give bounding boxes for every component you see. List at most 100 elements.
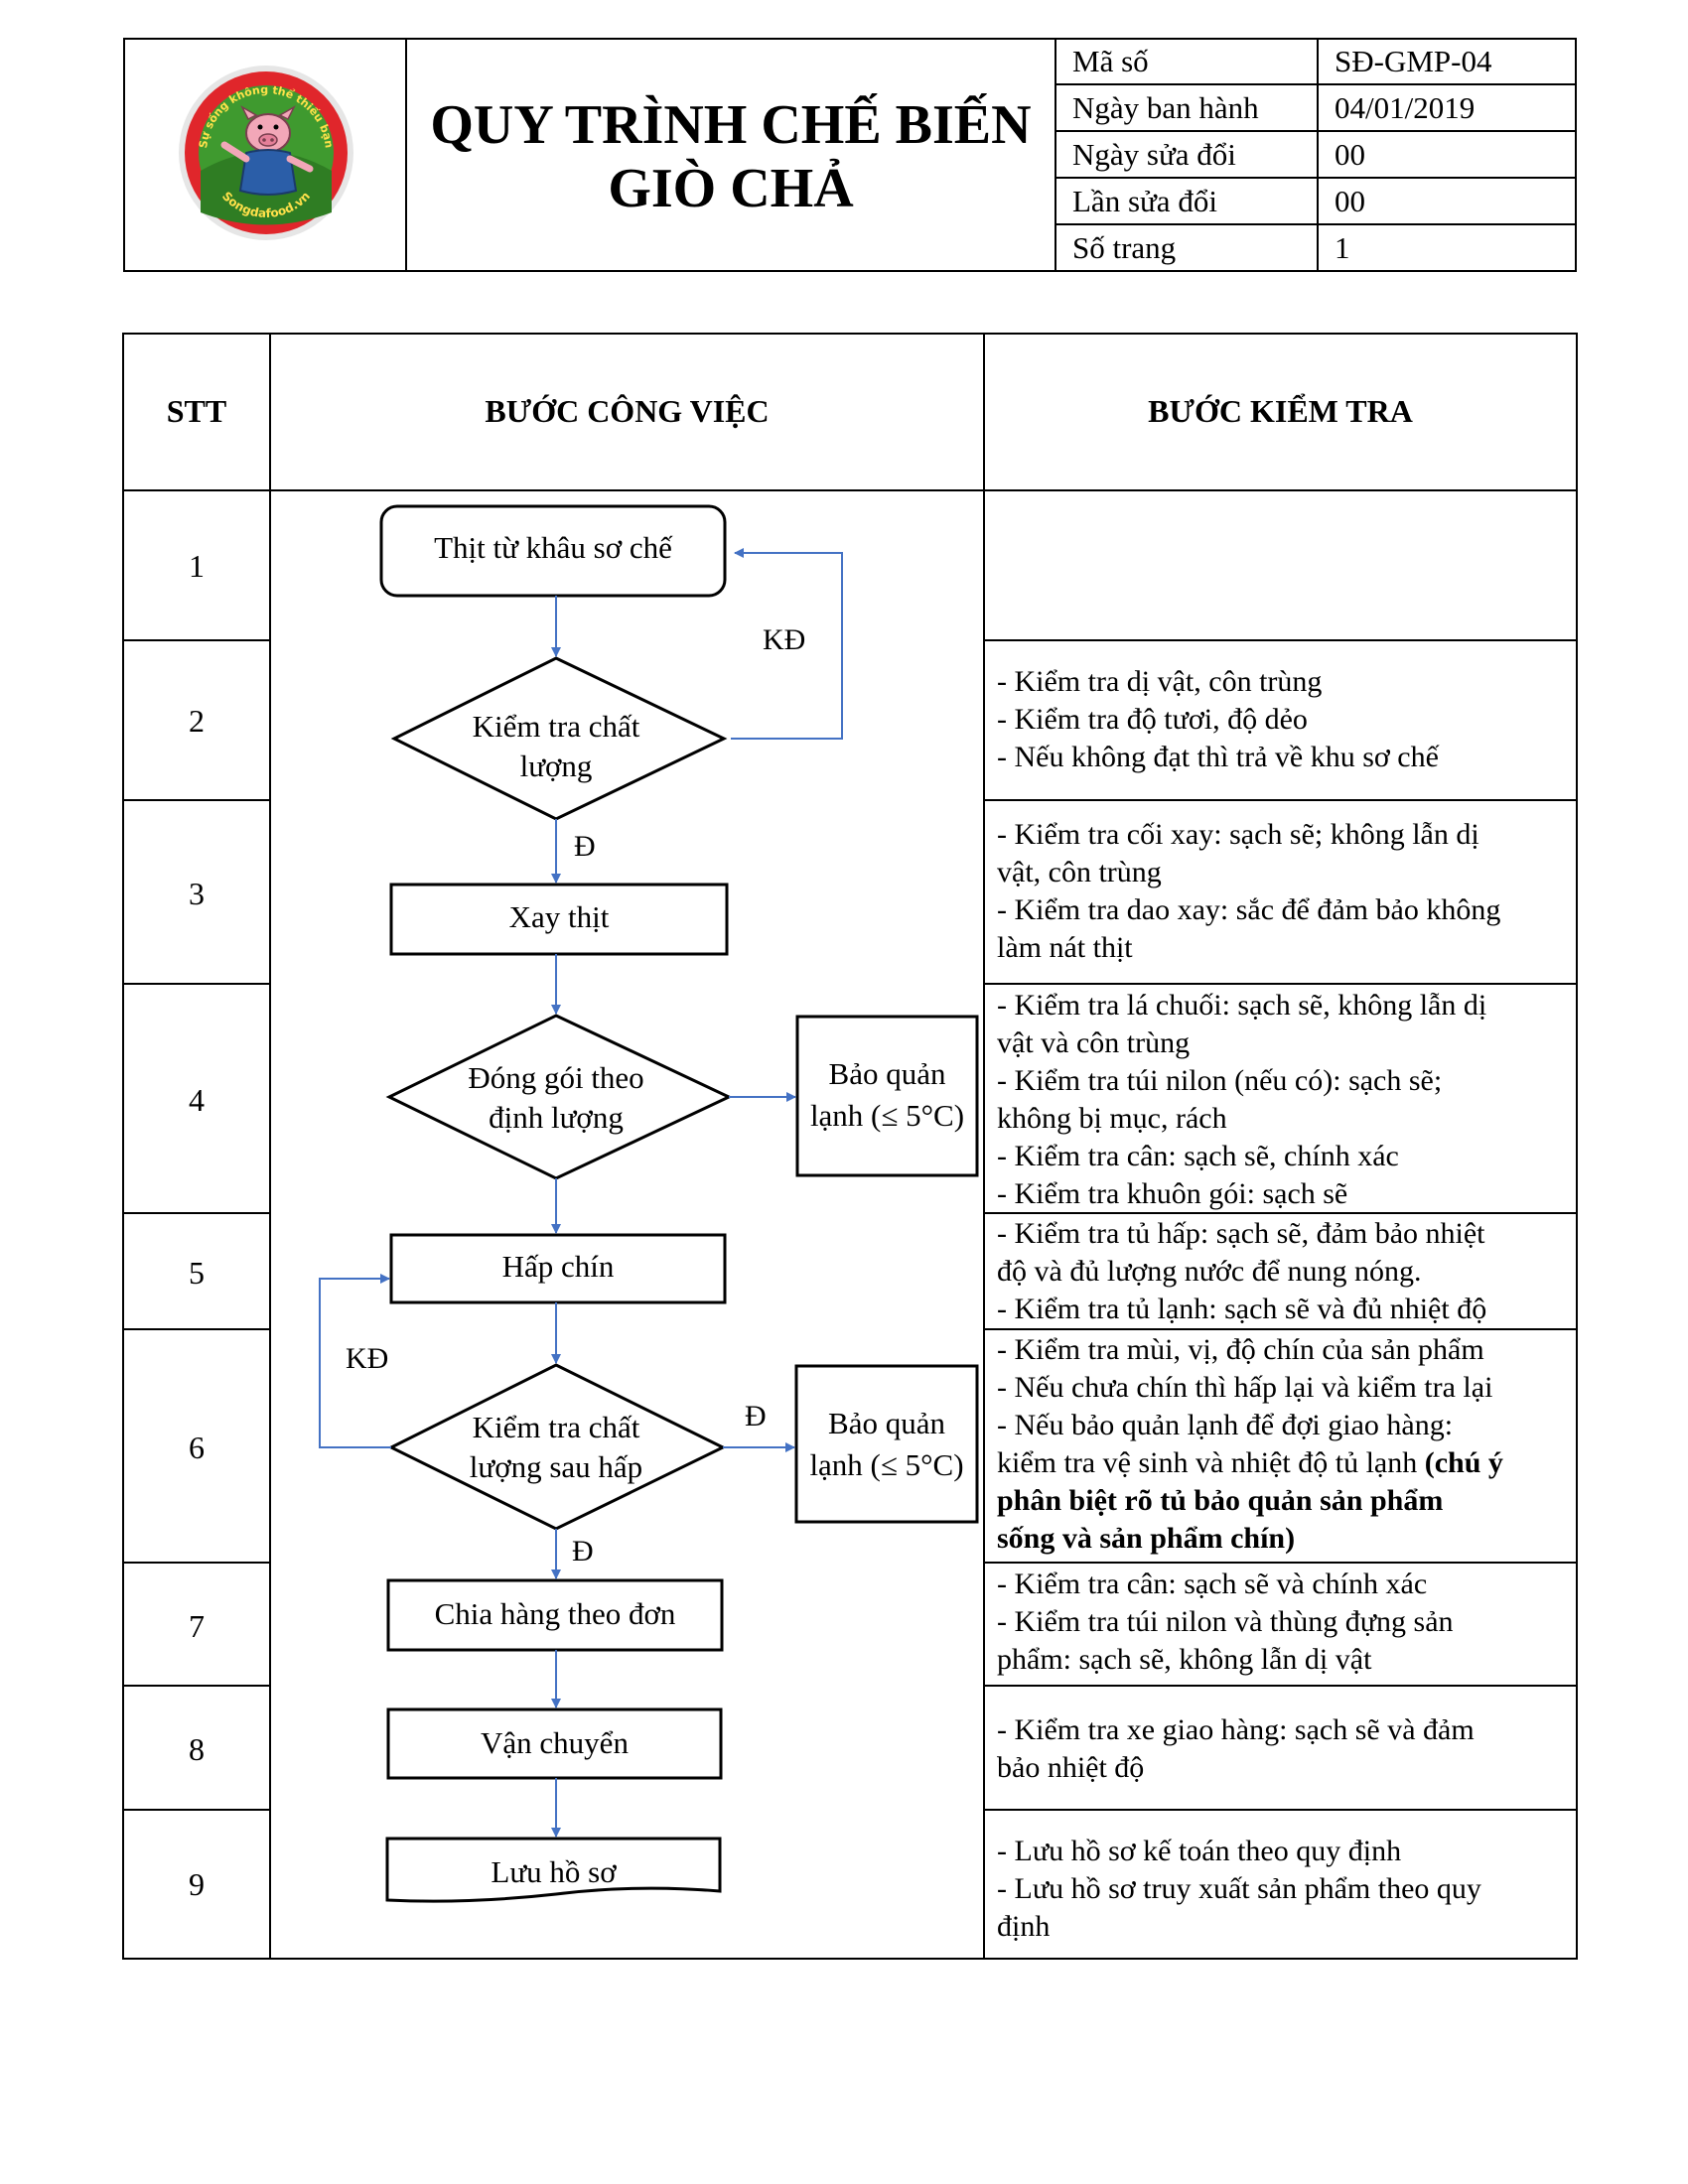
meta-label-issue-date: Ngày ban hành — [1072, 89, 1259, 125]
flow-cold-storage-label: lạnh (≤ 5°C) — [809, 1098, 965, 1133]
check-item-text: kiểm tra vệ sinh và nhiệt độ tủ lạnh — [997, 1446, 1418, 1479]
step-number: 3 — [189, 876, 205, 911]
check-item: bảo nhiệt độ — [997, 1751, 1145, 1784]
meta-row-line — [1055, 83, 1577, 85]
check-item: - Kiểm tra khuôn gói: sạch sẽ — [997, 1177, 1348, 1210]
meta-value-issue-date: 04/01/2019 — [1335, 89, 1476, 125]
check-item: làm nát thịt — [997, 931, 1133, 964]
meta-value-revision-no: 00 — [1335, 183, 1365, 218]
column-header-check-step: BƯỚC KIỂM TRA — [1148, 393, 1413, 429]
check-item: - Kiểm tra lá chuối: sạch sẽ, không lẫn … — [997, 989, 1487, 1022]
check-item: vật và côn trùng — [997, 1026, 1191, 1059]
meta-row-line — [1055, 223, 1577, 225]
document-header — [123, 38, 1577, 272]
check-item: - Kiểm tra cối xay: sạch sẽ; không lẫn d… — [997, 818, 1479, 851]
check-item: - Kiểm tra độ tươi, độ dẻo — [997, 703, 1308, 736]
check-item: - Lưu hồ sơ truy xuất sản phẩm theo quy — [997, 1872, 1481, 1905]
step-number: 4 — [189, 1082, 205, 1118]
flow-cold-storage-box-2 — [794, 1364, 979, 1524]
check-item-note: phân biệt rõ tủ bảo quản sản phẩm — [997, 1484, 1444, 1517]
flow-steam-box — [389, 1233, 727, 1304]
check-item: không bị mục, rách — [997, 1102, 1227, 1135]
check-list-step-8: - Kiểm tra xe giao hàng: sạch sẽ và đảm … — [997, 1711, 1573, 1787]
check-list-step-6: - Kiểm tra mùi, vị, độ chín của sản phẩm… — [997, 1331, 1573, 1558]
flow-pass-label: Đ — [745, 1400, 767, 1433]
flow-arrow-fail-2 — [319, 1274, 391, 1448]
flow-decision-quality-label: lượng — [519, 749, 593, 783]
check-item-note: (chú ý — [1424, 1446, 1503, 1479]
meta-label-revision-date: Ngày sửa đổi — [1072, 136, 1236, 172]
check-item: định — [997, 1910, 1051, 1943]
flow-cold-storage-box-1 — [795, 1015, 979, 1177]
flow-pass-label: Đ — [574, 830, 596, 863]
check-item: - Kiểm tra cân: sạch sẽ, chính xác — [997, 1140, 1399, 1172]
flow-transport-label: Vận chuyển — [481, 1725, 629, 1760]
check-item: - Kiểm tra túi nilon và thùng đựng sản — [997, 1605, 1454, 1638]
check-item: - Nếu không đạt thì trả về khu sơ chế — [997, 741, 1439, 773]
check-list-step-2: - Kiểm tra dị vật, côn trùng - Kiểm tra … — [997, 663, 1573, 776]
check-item-note: sống và sản phẩm chín) — [997, 1522, 1296, 1555]
flow-transport-box — [386, 1707, 723, 1780]
check-list-step-5: - Kiểm tra tủ hấp: sạch sẽ, đảm bảo nhiệ… — [997, 1215, 1573, 1328]
flow-grind-box — [389, 883, 729, 956]
step-number: 5 — [189, 1255, 205, 1291]
column-header-stt: STT — [166, 393, 227, 429]
step-number: 1 — [189, 548, 205, 584]
check-list-step-4: - Kiểm tra lá chuối: sạch sẽ, không lẫn … — [997, 987, 1573, 1213]
document-title-line2: GIÒ CHẢ — [608, 158, 854, 219]
flow-pass-label: Đ — [572, 1535, 594, 1568]
check-item: độ và đủ lượng nước để nung nóng. — [997, 1255, 1422, 1288]
check-item: - Nếu chưa chín thì hấp lại và kiểm tra … — [997, 1371, 1493, 1404]
check-item: - Nếu bảo quản lạnh để đợi giao hàng: — [997, 1409, 1454, 1441]
check-item: - Kiểm tra dị vật, côn trùng — [997, 665, 1323, 698]
flow-fail-label: KĐ — [346, 1342, 389, 1375]
flow-decision-pack-label: Đóng gói theo — [468, 1060, 644, 1095]
flow-start-box — [379, 504, 727, 598]
flow-steam-label: Hấp chín — [501, 1249, 615, 1284]
flow-decision-pack-label: định lượng — [489, 1100, 624, 1135]
flow-records-label: Lưu hồ sơ — [491, 1854, 617, 1889]
header-divider — [1055, 38, 1056, 272]
check-list-step-7: - Kiểm tra cân: sạch sẽ và chính xác - K… — [997, 1566, 1573, 1679]
meta-label-code: Mã số — [1072, 44, 1149, 78]
column-header-work-step: BƯỚC CÔNG VIỆC — [485, 393, 770, 429]
step-number: 9 — [189, 1866, 205, 1902]
check-item: - Kiểm tra xe giao hàng: sạch sẽ và đảm — [997, 1713, 1475, 1746]
flow-arrow-fail-1 — [731, 548, 843, 740]
step-number: 8 — [189, 1731, 205, 1767]
header-divider — [405, 38, 407, 272]
flow-decision-after-steam-label: lượng sau hấp — [469, 1449, 643, 1484]
check-item: phẩm: sạch sẽ, không lẫn dị vật — [997, 1643, 1372, 1676]
meta-label-revision-no: Lần sửa đổi — [1072, 183, 1217, 218]
meta-label-pages: Số trang — [1072, 230, 1177, 265]
step-number: 2 — [189, 703, 205, 739]
flow-fail-label: KĐ — [763, 623, 806, 656]
check-item: - Kiểm tra tủ lạnh: sạch sẽ và đủ nhiệt … — [997, 1293, 1487, 1325]
company-logo: Sự sống không thể thiếu bạn Songdafood.v… — [179, 66, 353, 240]
flow-cold-storage-label: Bảo quản — [828, 1056, 946, 1091]
check-item: - Kiểm tra cân: sạch sẽ và chính xác — [997, 1568, 1428, 1600]
flow-decision-after-steam-label: Kiểm tra chất — [472, 1410, 640, 1444]
flow-split-label: Chia hàng theo đơn — [434, 1596, 676, 1631]
flow-decision-pack — [385, 1014, 733, 1180]
flow-grind-label: Xay thịt — [508, 899, 610, 934]
check-item: kiểm tra vệ sinh và nhiệt độ tủ lạnh (ch… — [997, 1444, 1573, 1482]
meta-value-code: SĐ-GMP-04 — [1335, 44, 1492, 78]
flow-start-label: Thịt từ khâu sơ chế — [434, 530, 672, 565]
document-title-line1: QUY TRÌNH CHẾ BIẾN — [430, 94, 1032, 156]
flow-cold-storage-label: lạnh (≤ 5°C) — [809, 1447, 964, 1482]
check-item: - Kiểm tra mùi, vị, độ chín của sản phẩm — [997, 1333, 1484, 1366]
flow-decision-after-steam — [387, 1363, 727, 1531]
header-divider — [1317, 38, 1319, 272]
meta-value-revision-date: 00 — [1335, 136, 1365, 172]
check-list-step-9: - Lưu hồ sơ kế toán theo quy định - Lưu … — [997, 1833, 1573, 1946]
check-item: - Kiểm tra túi nilon (nếu có): sạch sẽ; — [997, 1064, 1443, 1097]
meta-row-line — [1055, 177, 1577, 179]
check-item: - Kiểm tra dao xay: sắc để đảm bảo không — [997, 893, 1501, 926]
flow-decision-quality-label: Kiểm tra chất — [472, 709, 640, 744]
check-list-step-3: - Kiểm tra cối xay: sạch sẽ; không lẫn d… — [997, 816, 1573, 967]
step-number: 6 — [189, 1430, 205, 1465]
meta-value-pages: 1 — [1335, 230, 1350, 265]
check-item: - Kiểm tra tủ hấp: sạch sẽ, đảm bảo nhiệ… — [997, 1217, 1485, 1250]
